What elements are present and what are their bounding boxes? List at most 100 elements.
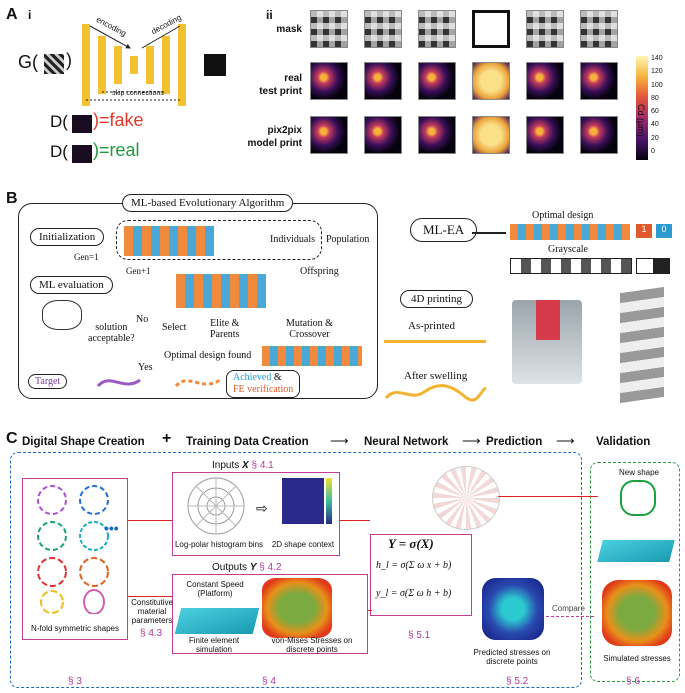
mask-tile (418, 10, 456, 48)
printing-box: 4D printing (400, 290, 474, 308)
mask-tile (364, 10, 402, 48)
model-print-tile (418, 116, 456, 154)
mlea-arrow (472, 232, 506, 234)
inputs-label: Inputs X § 4.1 (212, 460, 274, 471)
pipeline-frame (10, 452, 582, 688)
shapes-box (22, 478, 128, 640)
target-box: Target (28, 374, 68, 389)
initialization-box: Initialization (30, 228, 105, 246)
panel-c-label: C (6, 430, 18, 447)
constant-speed-label: Constant Speed(Platform) (186, 580, 244, 598)
panel-a-sub-i: i (28, 8, 32, 22)
printer-beam (536, 300, 560, 340)
real-label: )=real (93, 140, 140, 160)
inputs-arrow-icon: ⇨ (256, 500, 268, 516)
simulated-stress-map (602, 580, 672, 646)
heading-digital-shape: Digital Shape Creation (22, 436, 145, 448)
bit-one: 1 (636, 224, 652, 238)
target-curves (96, 378, 221, 388)
offspring-label: Offspring (300, 266, 339, 277)
compare-label: Compare (552, 604, 585, 613)
gen1-label: Gen=1 (74, 252, 99, 262)
symmetric-shapes (37, 485, 109, 614)
layer-stack (620, 286, 664, 404)
swelling-label: After swelling (404, 370, 468, 382)
arrow-shapes-outputs (128, 596, 172, 597)
fake-thumb (72, 115, 92, 133)
output-print-thumb (204, 54, 226, 76)
mask-tile (310, 10, 348, 48)
fe-caption: Finite element simulation (188, 636, 240, 654)
mask-tile (526, 10, 564, 48)
real-print-tile (418, 62, 456, 100)
fe-plate (174, 608, 260, 634)
predicted-logpolar (432, 466, 500, 530)
genplus-label: Gen+1 (126, 266, 151, 276)
swelling-curve (384, 384, 487, 402)
mask-tile-blank (472, 10, 510, 48)
optimal-design-bar (510, 224, 630, 240)
asprinted-label: As-printed (408, 320, 456, 332)
optimal-found-label: Optimal design found (164, 350, 252, 361)
real-thumb (72, 145, 92, 163)
brain-icon (42, 300, 82, 330)
skip-connections-label: skip connections (112, 90, 164, 97)
simulated-caption: Simulated stresses (603, 654, 671, 663)
outputs-label: Outputs Y § 4.2 (212, 562, 282, 573)
arrow-1: ⟶ (330, 433, 349, 448)
context-caption: 2D shape context (271, 540, 335, 549)
arrow-2: ⟶ (462, 433, 481, 448)
population-frame (116, 220, 322, 260)
panel-a-label: A (6, 6, 18, 23)
colorbar-label: Cd (μm) (636, 104, 646, 137)
optimal-design-label: Optimal design (532, 210, 594, 221)
predicted-stress-map (482, 578, 544, 640)
mutation-crossover-label: Mutation &Crossover (286, 318, 333, 340)
equation-box (370, 534, 472, 616)
arrow-newshape-predict (498, 496, 598, 497)
row-mask-label: mask (276, 24, 302, 35)
shape-context-colorbar (326, 478, 332, 524)
model-print-tile (364, 116, 402, 154)
plus-sign: + (162, 430, 172, 447)
model-print-tile (526, 116, 564, 154)
discriminator-fake-label: D( (50, 112, 68, 131)
unet-diagram (82, 24, 186, 106)
heading-validation: Validation (596, 436, 651, 448)
bit-zero: 0 (656, 224, 672, 238)
grayscale-bar (510, 258, 632, 274)
achieved-box: Achieved &FE verification (226, 370, 301, 398)
sec-3: § 3 (68, 676, 82, 687)
ml-eval-box: ML evaluation (30, 276, 113, 294)
outputs-box (172, 574, 368, 654)
new-shape-outline (620, 480, 656, 516)
inputs-box (172, 472, 340, 556)
individuals-grid (124, 226, 214, 256)
optimal-design-strip (262, 346, 362, 366)
offspring-grid (176, 274, 266, 308)
real-print-tile (580, 62, 618, 100)
individuals-label: Individuals (270, 234, 315, 245)
model-print-tile (580, 116, 618, 154)
mlea-box: ML-EA (410, 218, 478, 242)
real-print-tile (364, 62, 402, 100)
sec-6: § 6 (626, 676, 640, 687)
shape-context-image (282, 478, 324, 524)
elite-parents-label: Elite &Parents (210, 318, 240, 340)
grayscale-label: Grayscale (548, 244, 588, 255)
validation-frame (590, 462, 680, 682)
real-print-tile-full (472, 62, 510, 100)
arrow-outputs-nn (368, 610, 372, 611)
input-mask-thumb (44, 54, 64, 74)
more-dots: ••• (104, 520, 119, 536)
fake-label: )=fake (93, 110, 144, 130)
sec-5-2: § 5.2 (506, 676, 529, 687)
model-print-tile (310, 116, 348, 154)
heading-training-data: Training Data Creation (186, 436, 309, 448)
model-print-tile-full (472, 116, 510, 154)
